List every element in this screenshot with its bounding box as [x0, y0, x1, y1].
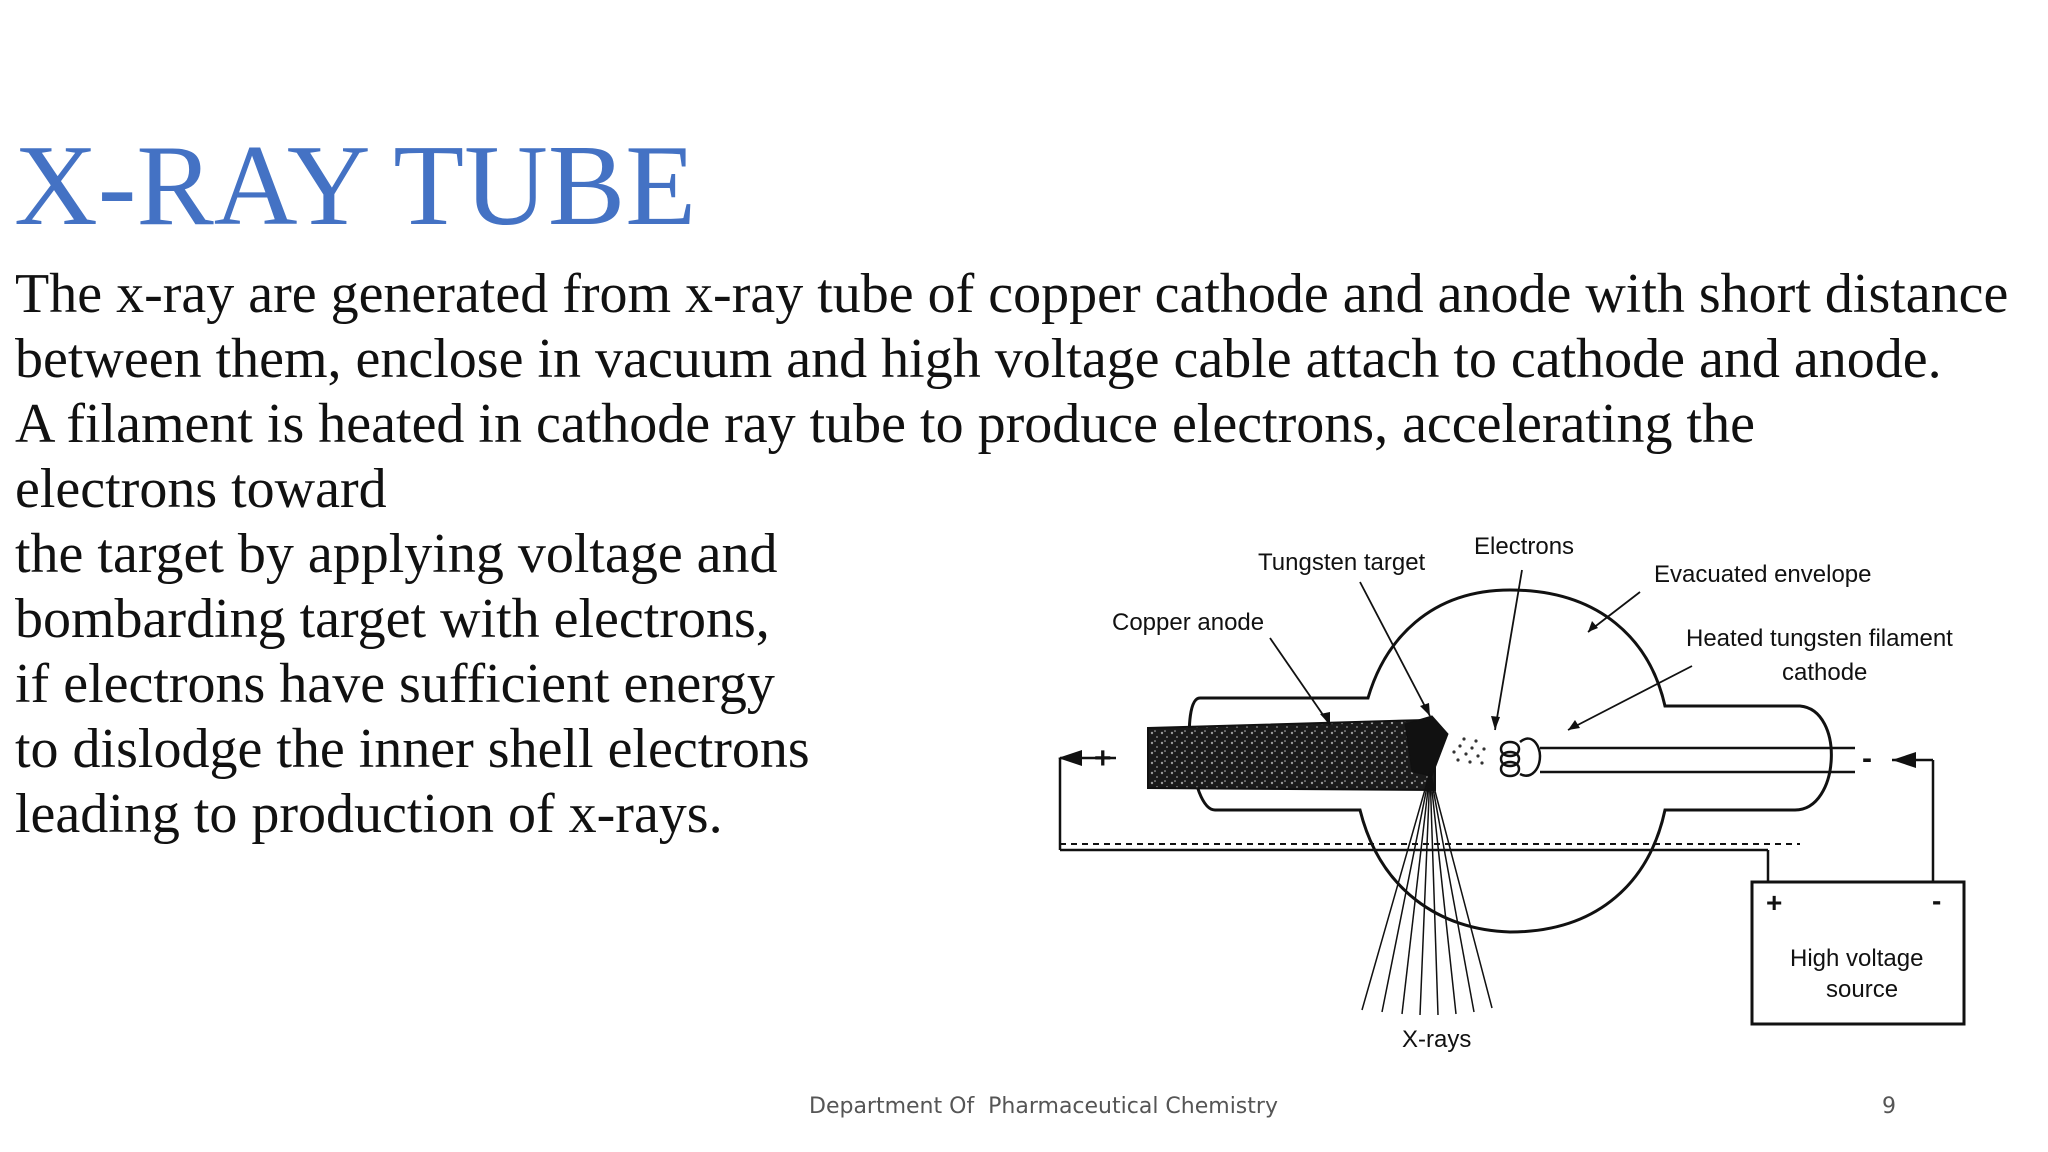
- label-source-minus: -: [1932, 885, 1941, 916]
- slide-body: The x-ray are generated from x-ray tube …: [15, 262, 2035, 847]
- footer-department: Department Of Pharmaceutical Chemistry: [809, 1094, 1278, 1119]
- xray-tube-diagram: Tungsten target Electrons Evacuated enve…: [1058, 533, 1966, 1053]
- label-source-plus: +: [1766, 887, 1782, 918]
- high-voltage-source-box: [1750, 880, 1966, 1026]
- label-arrowheads: [1320, 621, 1598, 730]
- label-electrons: Electrons: [1474, 533, 1574, 560]
- copper-anode-rod: [1147, 718, 1436, 792]
- label-xrays: X-rays: [1402, 1026, 1471, 1053]
- label-source-line2: source: [1826, 976, 1898, 1003]
- paragraph-2-line-7: leading to production of x-rays.: [15, 783, 723, 845]
- label-filament-line2: cathode: [1782, 659, 1867, 686]
- xray-beams: [1361, 771, 1493, 1016]
- anode-arrow-icon: [1058, 750, 1082, 766]
- paragraph-2-line-4: bombarding target with electrons,: [15, 588, 770, 650]
- paragraph-2-line-1: A filament is heated in cathode ray tube…: [15, 393, 1755, 455]
- filament-coil: [1499, 737, 1855, 778]
- paragraph-2-line-3: the target by applying voltage and: [15, 523, 778, 585]
- label-pointers: [1269, 569, 1693, 731]
- cathode-arrow-icon: [1892, 752, 1916, 768]
- paragraph-2-line-2: electrons toward: [15, 458, 387, 520]
- paragraph-2-line-5: if electrons have sufficient energy: [15, 653, 775, 715]
- evacuated-envelope-shape: [1187, 588, 1833, 934]
- tungsten-target-shape: [1404, 715, 1449, 777]
- paragraph-1: The x-ray are generated from x-ray tube …: [15, 263, 2009, 390]
- cathode-circuit-wire: [1892, 758, 1935, 882]
- label-copper-anode: Copper anode: [1112, 609, 1264, 636]
- label-filament-line1: Heated tungsten filament: [1686, 625, 1953, 652]
- electron-dots: [1452, 737, 1486, 765]
- label-source-line1: High voltage: [1790, 945, 1923, 972]
- label-tungsten-target: Tungsten target: [1258, 549, 1426, 576]
- label-plus-anode: +: [1094, 742, 1112, 775]
- label-minus-cathode: -: [1862, 742, 1872, 775]
- footer-page-number: 9: [1882, 1094, 1896, 1119]
- label-evacuated-envelope: Evacuated envelope: [1654, 561, 1872, 588]
- paragraph-2-line-6: to dislodge the inner shell electrons: [15, 718, 810, 780]
- slide-title: X-RAY TUBE: [14, 122, 697, 250]
